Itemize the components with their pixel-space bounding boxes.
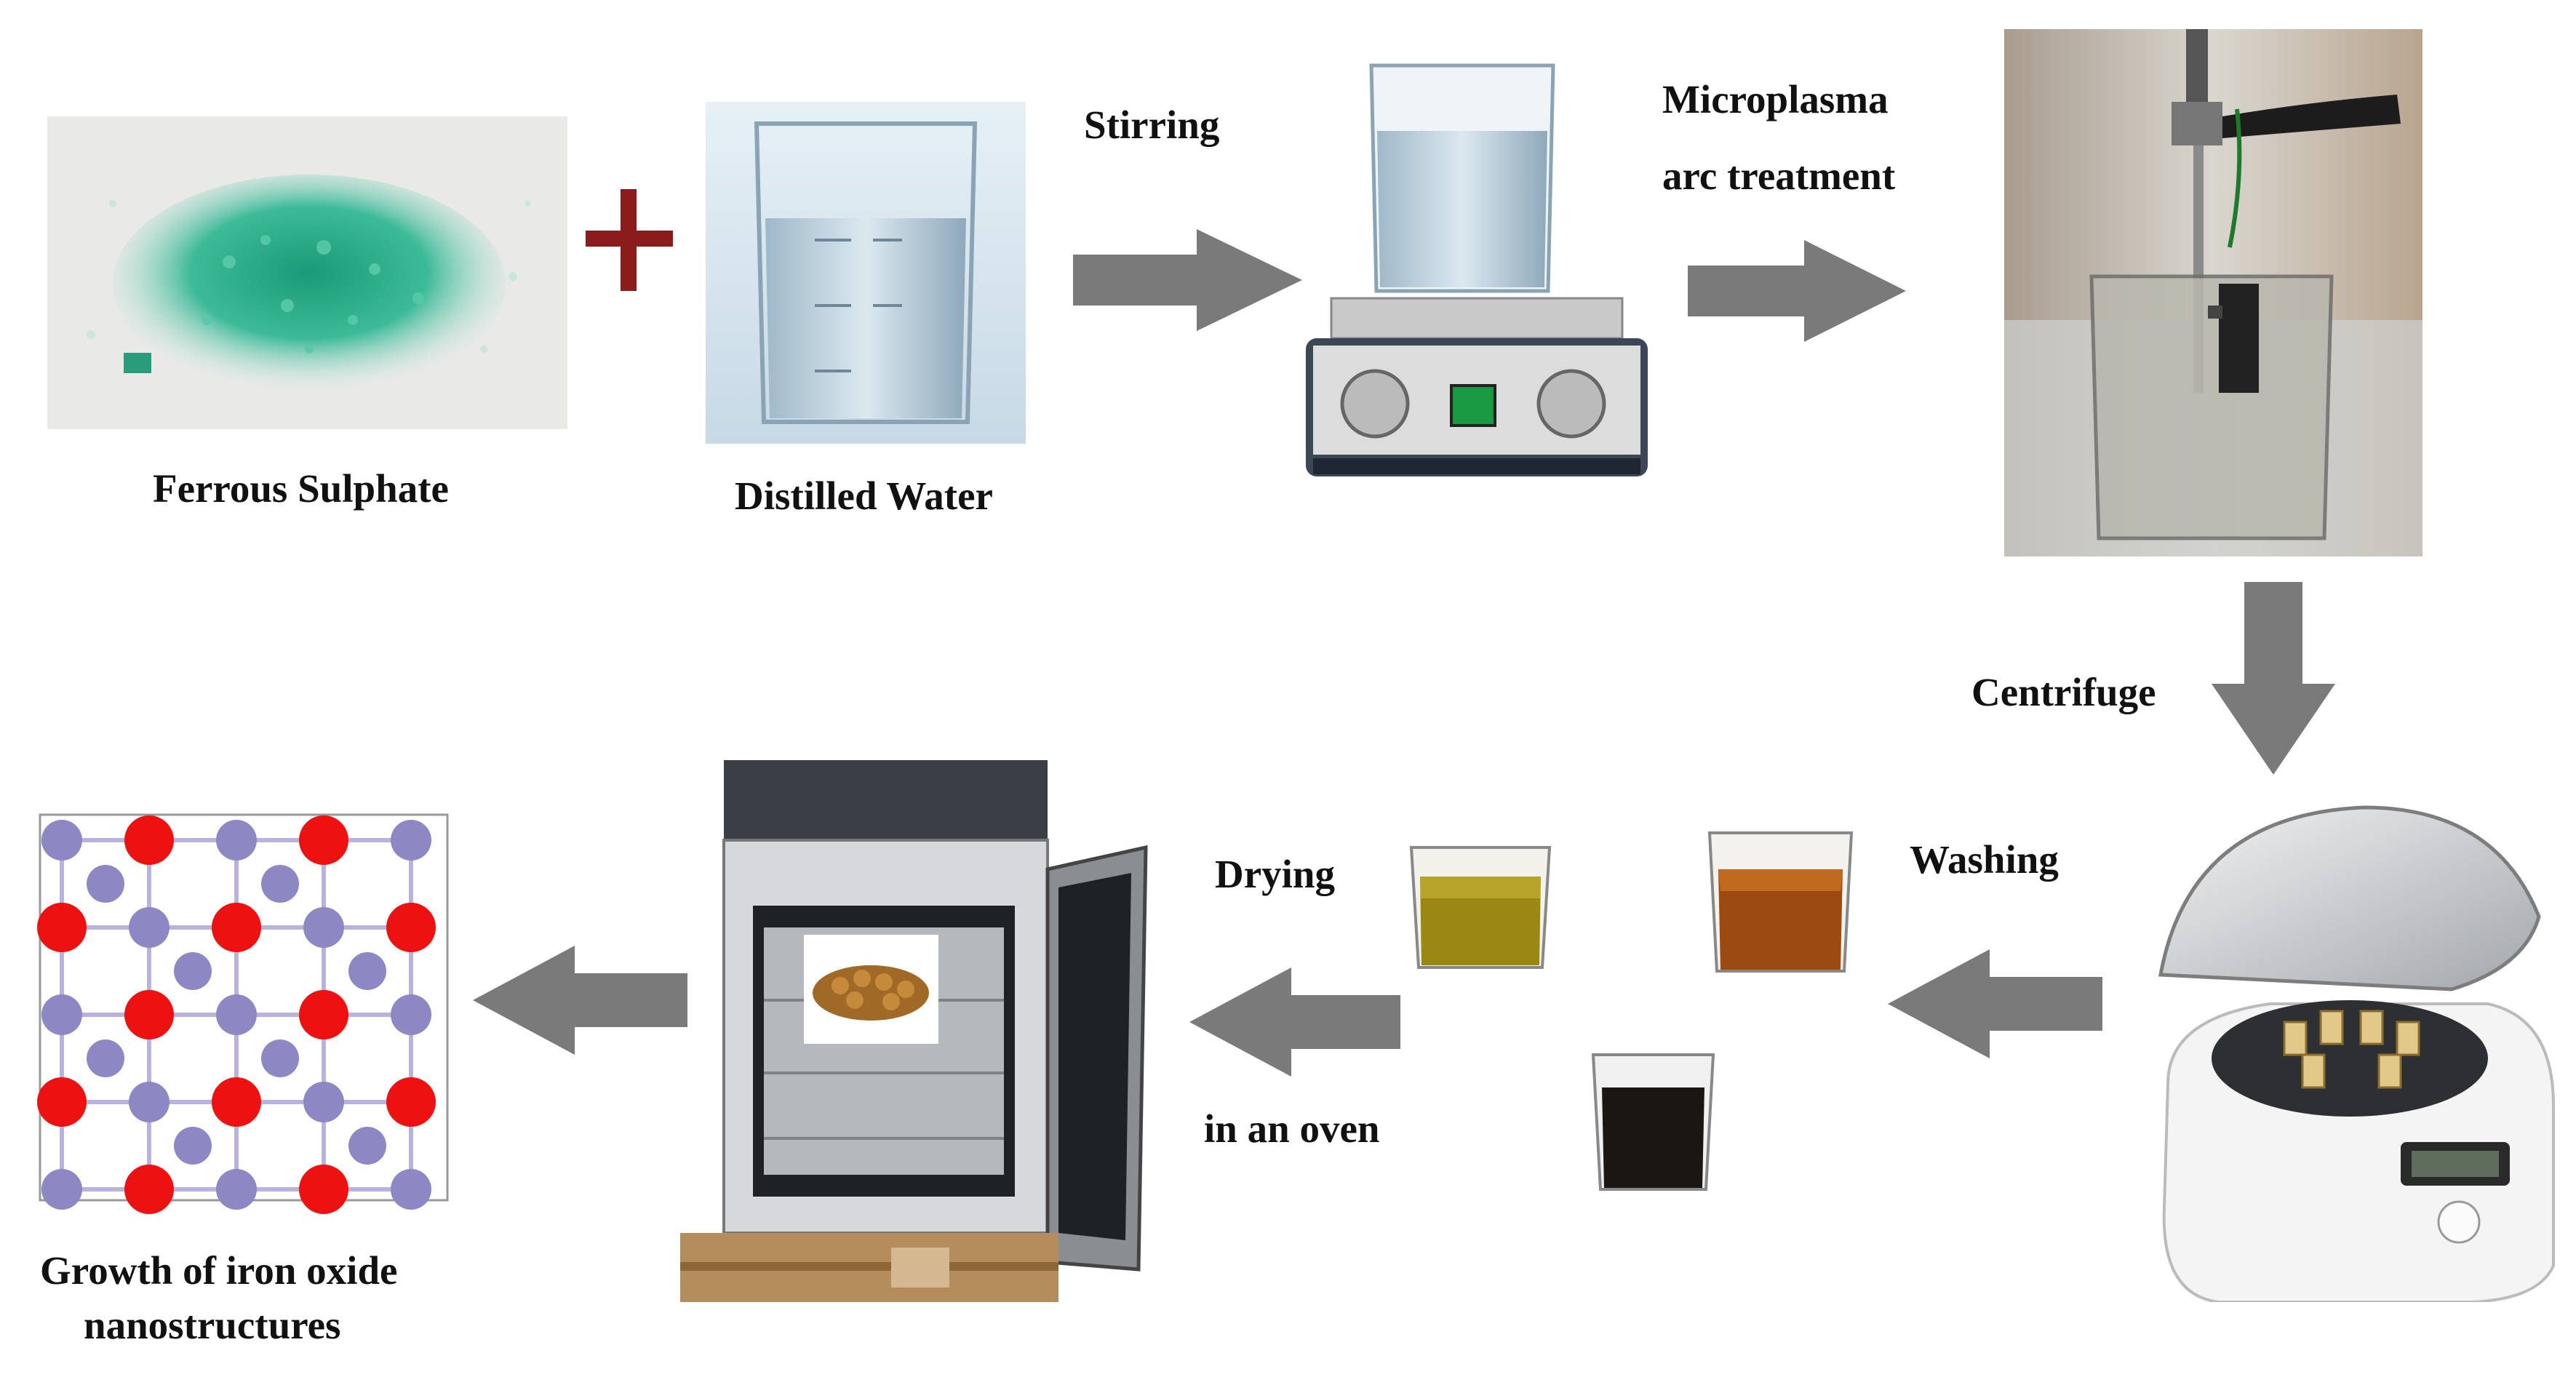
centrifuge-label: Centrifuge (1971, 670, 2156, 714)
washing-label: Washing (1910, 837, 2059, 882)
microplasma-arc-setup-image (2004, 29, 2423, 556)
arrow-icon (473, 946, 687, 1055)
ferrous-sulphate-label: Ferrous Sulphate (153, 466, 449, 511)
microplasma-label-line1: Microplasma (1662, 77, 1889, 121)
iron-atom (299, 1165, 348, 1214)
iron-atom (37, 903, 87, 952)
drying-label: Drying (1215, 852, 1335, 896)
iron-atom (212, 1077, 261, 1127)
microplasma-label-line2: arc treatment (1662, 153, 1896, 198)
arrow-icon (2212, 582, 2335, 775)
oxygen-atom (348, 1127, 386, 1165)
oxygen-atom (129, 1082, 170, 1122)
iron-atom (299, 990, 348, 1039)
oxygen-atom (216, 1169, 257, 1210)
oxygen-atom (391, 1169, 431, 1210)
oxygen-atom (41, 820, 82, 861)
oxygen-atom (261, 1039, 299, 1077)
centrifuge-image (2146, 800, 2561, 1302)
growth-label-line2: nanostructures (84, 1303, 341, 1347)
drying-beaker-yellow (1404, 840, 1557, 971)
arrow-icon (1189, 967, 1400, 1077)
ferrous-sulphate-image (47, 116, 567, 429)
oxygen-atom (174, 952, 212, 990)
washing-beaker-brown (1702, 826, 1859, 975)
growth-label-line1: Growth of iron oxide (40, 1248, 398, 1293)
oxygen-atom (303, 907, 344, 948)
iron-atom (124, 815, 174, 865)
oven-image (680, 760, 1160, 1309)
oxygen-atom (391, 820, 431, 861)
arrow-icon (1073, 229, 1302, 331)
oxygen-atom (41, 994, 82, 1035)
oxygen-atom (303, 1082, 344, 1122)
oxygen-atom (348, 952, 386, 990)
iron-atom (124, 990, 174, 1039)
plus-icon (586, 185, 673, 295)
oxygen-atom (261, 865, 299, 903)
oxygen-atom (87, 865, 124, 903)
washing-beaker-dark (1586, 1047, 1720, 1193)
oxygen-atom (216, 820, 257, 861)
oxygen-atom (216, 994, 257, 1035)
distilled-water-beaker-image (706, 102, 1026, 444)
magnetic-stirrer-image (1302, 58, 1651, 487)
iron-atom (37, 1077, 87, 1127)
oxygen-atom (87, 1039, 124, 1077)
oxygen-atom (41, 1169, 82, 1210)
distilled-water-label: Distilled Water (735, 474, 993, 518)
oxygen-atom (391, 994, 431, 1035)
oxygen-atom (129, 907, 170, 948)
in-an-oven-label: in an oven (1204, 1106, 1380, 1151)
iron-atom (124, 1165, 174, 1214)
stirring-label: Stirring (1084, 103, 1220, 147)
iron-atom (386, 1077, 436, 1127)
iron-atom (299, 815, 348, 865)
iron-atom (212, 903, 261, 952)
iron-oxide-crystal-structure (18, 789, 469, 1226)
iron-atom (386, 903, 436, 952)
arrow-icon (1888, 949, 2102, 1058)
arrow-icon (1688, 240, 1906, 342)
oxygen-atom (174, 1127, 212, 1165)
